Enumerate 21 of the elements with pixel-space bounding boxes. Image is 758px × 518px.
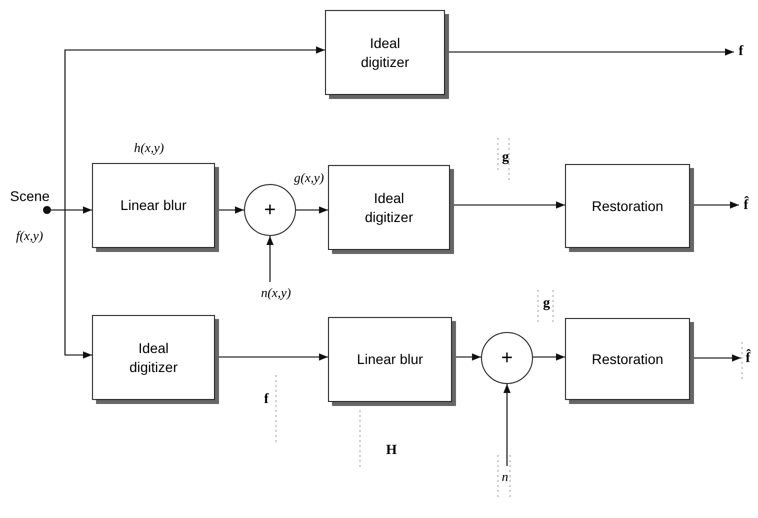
noise-symbol: n(x,y): [254, 284, 298, 302]
signal-label: h(x,y): [134, 140, 164, 156]
arrow: [296, 206, 328, 214]
noise-symbol: n: [497, 468, 513, 486]
summing-junction: +: [244, 184, 296, 236]
scene-label: Scene: [10, 188, 50, 204]
vector-label: H: [386, 443, 397, 459]
output-symbol: f̂: [741, 348, 755, 370]
vector-label: f: [264, 392, 269, 408]
signal-label: f(x,y): [16, 228, 44, 244]
arrow: [51, 209, 92, 359]
arrow: [503, 384, 511, 466]
output-symbol: f: [734, 42, 748, 62]
vector-label: g: [502, 150, 509, 166]
edge-label: g(x,y): [294, 170, 324, 186]
arrow: [266, 236, 274, 282]
vector-label: g: [543, 296, 550, 312]
input-dot: [43, 206, 51, 214]
output-symbol: f̂: [739, 195, 753, 217]
summing-junction: +: [481, 332, 533, 384]
arrow: [533, 353, 565, 361]
